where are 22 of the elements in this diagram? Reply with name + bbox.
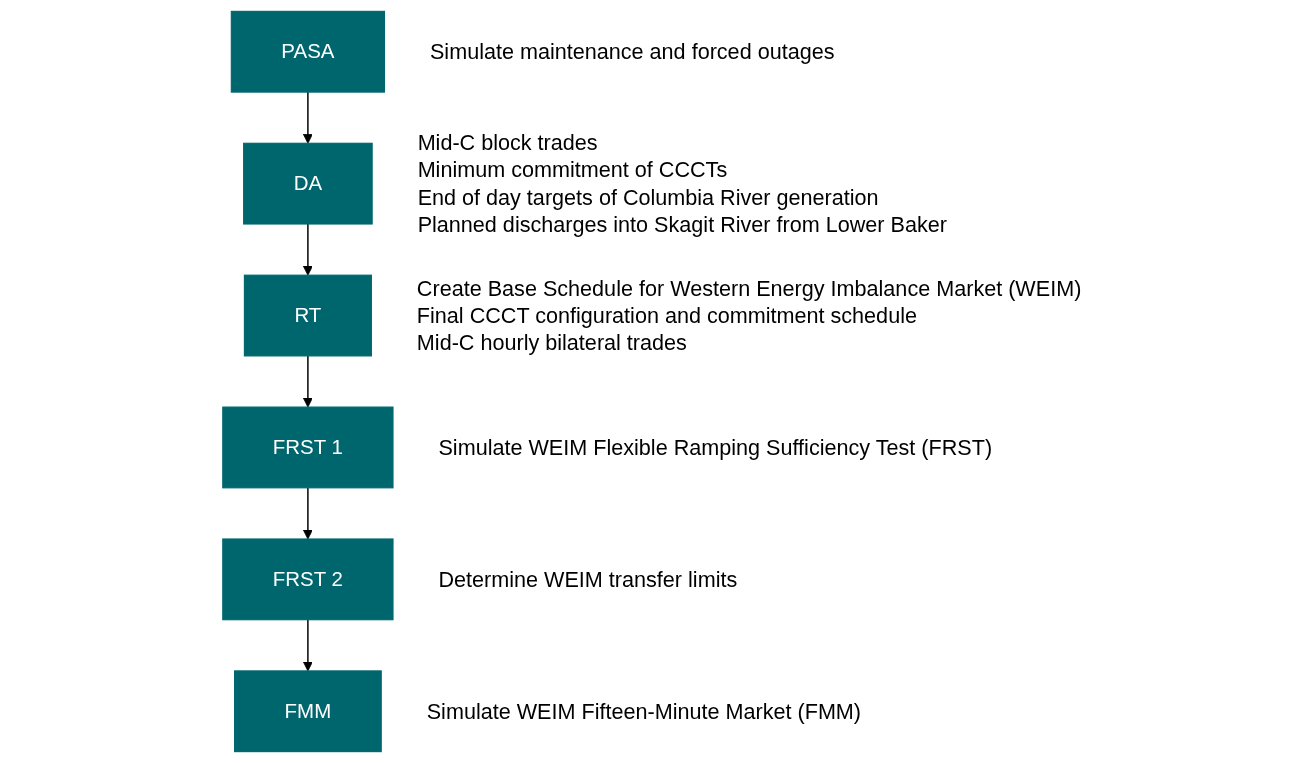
process-box: FRST 1: [222, 406, 394, 489]
arrow: [302, 487, 313, 540]
description-text: Mid-C hourly bilateral trades: [416, 330, 687, 356]
description-text: Simulate maintenance and forced outages: [429, 39, 835, 65]
description-text: Final CCCT configuration and commitment schedule: [416, 303, 917, 329]
description-text: Simulate WEIM Fifteen-Minute Market (FMM): [426, 698, 862, 724]
process-box: DA: [243, 142, 373, 225]
description-text: Determine WEIM transfer limits: [438, 566, 738, 592]
process-box: FMM: [234, 670, 382, 753]
arrow: [302, 223, 313, 276]
description-text: Minimum commitment of CCCTs: [417, 157, 728, 183]
arrow: [302, 91, 313, 144]
description-text: Simulate WEIM Flexible Ramping Sufficiency Test (FRST): [438, 434, 993, 460]
description-text: Planned discharges into Skagit River from Lower Baker: [417, 212, 947, 238]
arrow: [302, 619, 313, 672]
description-text: End of day targets of Columbia River generation: [417, 184, 879, 210]
arrow: [302, 355, 313, 408]
process-box: RT: [243, 274, 372, 357]
process-box: PASA: [230, 10, 386, 93]
description-text: Create Base Schedule for Western Energy Imbalance Market (WEIM): [416, 275, 1082, 301]
process-box: FRST 2: [222, 538, 394, 621]
description-text: Mid-C block trades: [417, 130, 598, 156]
